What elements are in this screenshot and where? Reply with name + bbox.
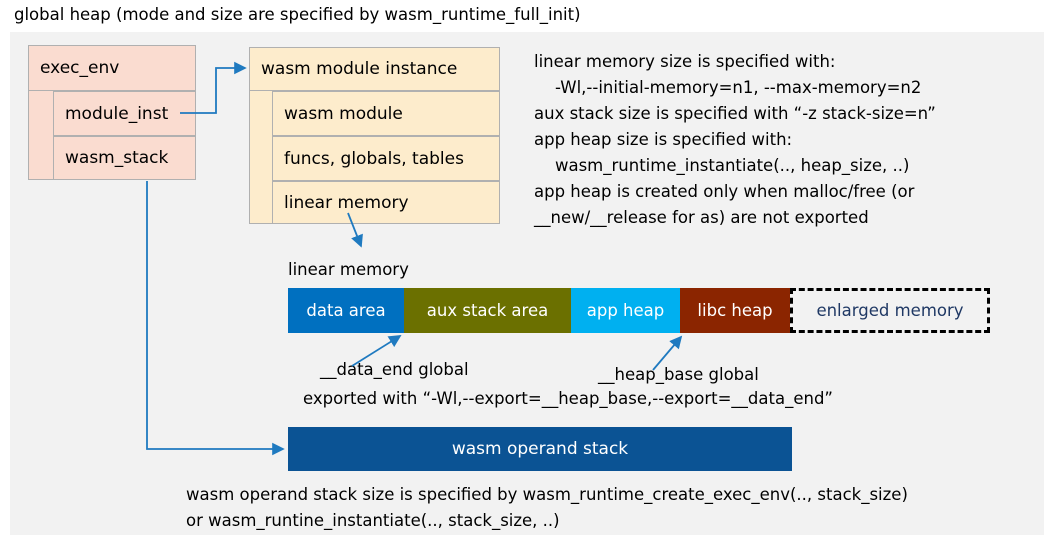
wasm-operand-stack-label: wasm operand stack [451,439,629,459]
memory-segment-data-area[interactable]: data area [288,288,404,333]
memory-notes: linear memory size is specified with: -W… [534,52,936,227]
exported-with-note: exported with “-Wl,--export=__heap_base,… [303,389,833,408]
exec-env-field-module-inst-label: module_inst [65,103,169,124]
module-instance-field-linear-memory-label: linear memory [284,192,409,213]
memory-segment-data-area-label: data area [306,301,386,320]
module-instance-header-label: wasm module instance [261,59,458,79]
wasm-operand-stack-box[interactable]: wasm operand stack [288,427,792,471]
heap-base-global-label: __heap_base global [598,365,759,384]
module-instance-field-funcs-globals-tables-label: funcs, globals, tables [284,148,464,169]
exec-env-field-wasm-stack[interactable]: wasm_stack [53,136,196,180]
operand-stack-caption: wasm operand stack size is specified by … [186,485,908,530]
memory-segment-aux-stack-area-label: aux stack area [426,301,549,320]
memory-segment-libc-heap[interactable]: libc heap [680,288,790,333]
page-title: global heap (mode and size are specified… [14,5,581,24]
memory-segment-aux-stack-area[interactable]: aux stack area [404,288,571,333]
module-instance-field-wasm-module[interactable]: wasm module [272,91,500,136]
module-instance-header: wasm module instance [249,47,500,91]
exec-env-header-label: exec_env [40,58,120,78]
linear-memory-bar-label: linear memory [288,260,409,279]
module-instance-field-wasm-module-label: wasm module [284,103,403,124]
memory-segment-libc-heap-label: libc heap [697,301,773,320]
exec-env-field-module-inst[interactable]: module_inst [53,91,196,136]
memory-segment-enlarged-memory-label: enlarged memory [816,301,964,320]
memory-segment-app-heap-label: app heap [586,301,665,320]
exec-env-header: exec_env [28,45,196,91]
data-end-global-label: __data_end global [320,360,469,379]
memory-segment-app-heap[interactable]: app heap [571,288,680,333]
exec-env-field-wasm-stack-label: wasm_stack [65,148,169,168]
module-instance-field-linear-memory[interactable]: linear memory [272,181,500,224]
memory-segment-enlarged-memory[interactable]: enlarged memory [790,288,990,333]
module-instance-field-funcs-globals-tables[interactable]: funcs, globals, tables [272,136,500,181]
